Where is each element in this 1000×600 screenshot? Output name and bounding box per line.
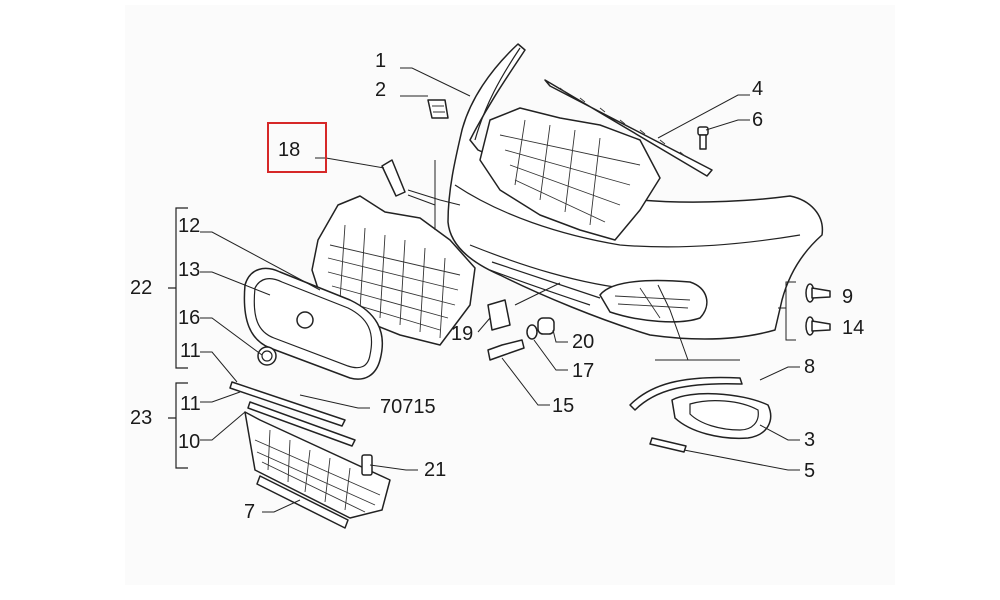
chrome-strip-7 <box>256 475 349 529</box>
fog-lamp-frame <box>671 392 772 440</box>
callout-12: 12 <box>178 215 200 237</box>
callout-18: 18 <box>278 139 300 161</box>
callout-20: 20 <box>572 331 594 353</box>
callout-15: 15 <box>552 395 574 417</box>
bracket-group-22 <box>168 207 188 369</box>
bracket-group-23 <box>168 382 188 469</box>
screw-15 <box>487 339 525 361</box>
highlight-box <box>267 122 327 173</box>
brand-badge-icon <box>296 311 314 329</box>
callout-3: 3 <box>804 429 815 451</box>
push-pin-14 <box>805 316 831 336</box>
nut-20 <box>537 317 555 335</box>
callout-7: 7 <box>244 501 255 523</box>
callout-8: 8 <box>804 356 815 378</box>
callout-6: 6 <box>752 109 763 131</box>
screw-6 <box>697 126 709 150</box>
callout-14: 14 <box>842 317 864 339</box>
bumper-lower-grille <box>489 261 601 306</box>
callout-16: 16 <box>178 307 200 329</box>
callout-2: 2 <box>375 79 386 101</box>
callout-13: 13 <box>178 259 200 281</box>
callout-70715: 70715 <box>380 396 436 418</box>
trim-5 <box>649 437 687 453</box>
clip-18 <box>381 159 406 197</box>
callout-22: 22 <box>130 277 152 299</box>
callout-4: 4 <box>752 78 763 100</box>
callout-10: 10 <box>178 431 200 453</box>
bumper-fog-opening <box>599 279 708 323</box>
upper-strip <box>544 79 713 177</box>
callout-9: 9 <box>842 286 853 308</box>
callout-11-lower: 11 <box>180 393 201 415</box>
trim-8 <box>629 376 743 411</box>
callout-19: 19 <box>451 323 473 345</box>
callout-23: 23 <box>130 407 152 429</box>
callout-11-upper: 11 <box>180 340 201 362</box>
emblem-16 <box>257 346 277 366</box>
trim-strip-11-upper <box>229 381 346 427</box>
callout-5: 5 <box>804 460 815 482</box>
callout-17: 17 <box>572 360 594 382</box>
front-grille-panel <box>243 267 384 380</box>
trim-strip-11-lower <box>247 401 356 447</box>
clip-2 <box>427 99 449 119</box>
callout-21: 21 <box>424 459 446 481</box>
callout-1: 1 <box>375 50 386 72</box>
reinforcement-crossmember <box>479 107 661 241</box>
bracket-19 <box>487 299 511 331</box>
lower-grille-10 <box>244 411 391 519</box>
leader-lines <box>200 67 800 513</box>
washer-17 <box>526 324 538 340</box>
push-pin-9 <box>805 283 831 303</box>
